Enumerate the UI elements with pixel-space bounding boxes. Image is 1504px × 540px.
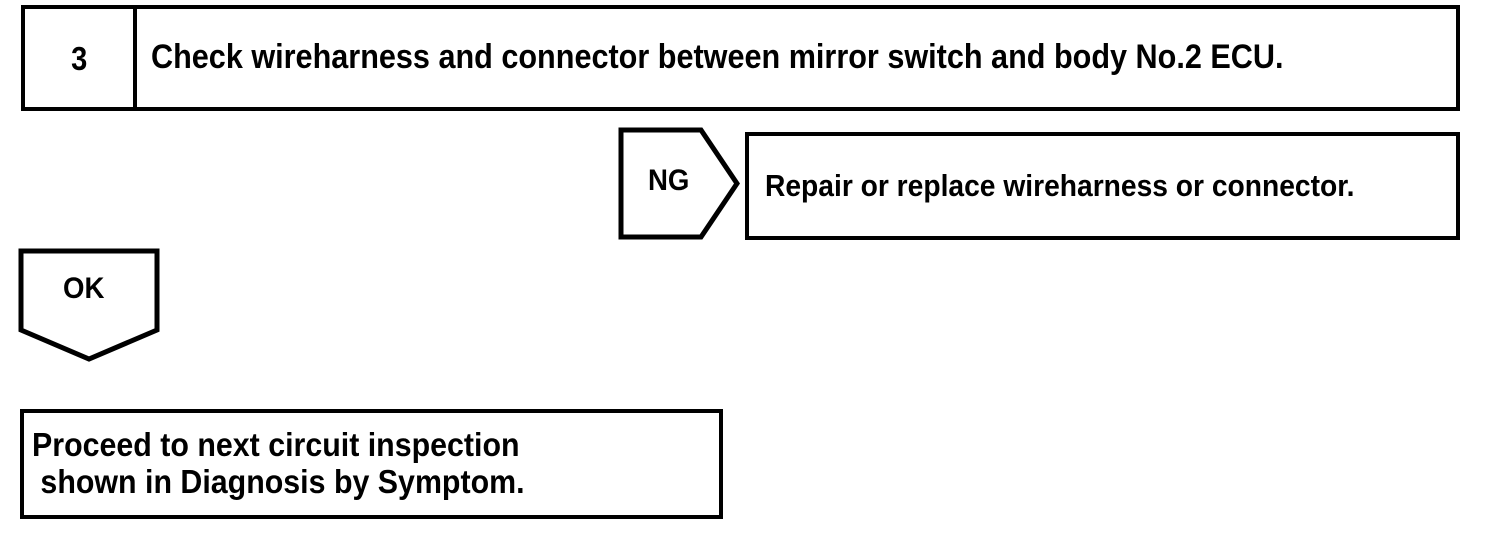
step-instruction-cell: Check wireharness and connector between … [137, 9, 1456, 107]
ng-result-box: Repair or replace wireharness or connect… [745, 132, 1460, 240]
ok-branch-label: OK [63, 272, 105, 305]
step-number: 3 [70, 39, 88, 77]
outcome-box: Proceed to next circuit inspection shown… [20, 409, 723, 519]
ng-result-text: Repair or replace wireharness or connect… [765, 167, 1355, 203]
ok-arrow-shape [18, 248, 160, 362]
step-instruction-text: Check wireharness and connector between … [151, 38, 1284, 77]
step-box: 3 Check wireharness and connector betwee… [21, 5, 1460, 111]
outcome-line-1: Proceed to next circuit inspection [32, 426, 520, 464]
ng-arrow-shape [618, 127, 740, 240]
outcome-line-2: shown in Diagnosis by Symptom. [32, 463, 525, 500]
ng-branch-label: NG [648, 164, 690, 197]
step-number-cell: 3 [25, 9, 137, 107]
